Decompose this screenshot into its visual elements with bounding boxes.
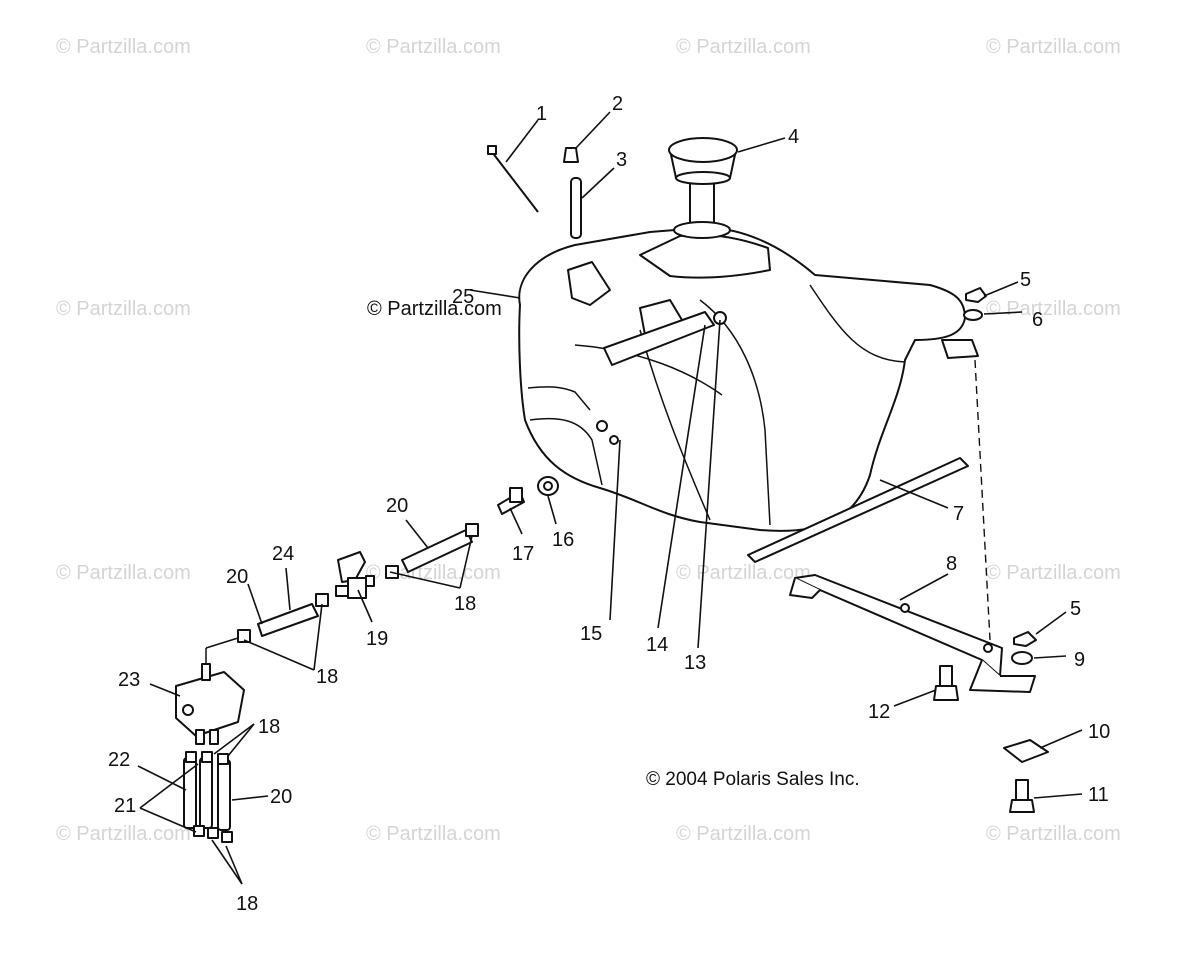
callout-20: 20 [270, 786, 292, 808]
callout-18: 18 [454, 593, 476, 615]
callout-11: 11 [1088, 784, 1109, 806]
watermark: © Partzilla.com [56, 562, 191, 584]
callout-18: 18 [258, 716, 280, 738]
watermark: © Partzilla.com [676, 562, 811, 584]
pump-lines [183, 751, 233, 843]
hardware [933, 287, 1049, 813]
watermark: © Partzilla.com [676, 36, 811, 58]
callout-21: 21 [114, 795, 136, 817]
watermark: © Partzilla.com [986, 823, 1121, 845]
callout-labels: 1 2 3 4 5 6 7 8 5 9 10 11 12 13 14 15 16… [108, 93, 1110, 915]
callout-5: 5 [1070, 598, 1081, 620]
callout-25: 25 [452, 286, 474, 308]
mount-bracket [789, 574, 1036, 693]
callout-2: 2 [612, 93, 623, 115]
callout-22: 22 [108, 749, 130, 771]
callout-20: 20 [386, 495, 408, 517]
alignment-line [974, 359, 991, 641]
watermark: © Partzilla.com [56, 36, 191, 58]
callout-14: 14 [646, 634, 668, 656]
callout-10: 10 [1088, 721, 1110, 743]
callout-17: 17 [512, 543, 534, 565]
callout-4: 4 [788, 126, 799, 148]
callout-23: 23 [118, 669, 140, 691]
watermark: © Partzilla.com [986, 36, 1121, 58]
watermark: © Partzilla.com [986, 298, 1121, 320]
callout-20: 20 [226, 566, 248, 588]
tank-strap [747, 457, 969, 563]
watermark: © Partzilla.com [676, 823, 811, 845]
callout-13: 13 [684, 652, 706, 674]
callout-18: 18 [316, 666, 338, 688]
callout-19: 19 [366, 628, 388, 650]
fuel-pump [175, 637, 245, 745]
fuel-cap [668, 137, 738, 239]
watermark: © Partzilla.com [366, 823, 501, 845]
watermark: © Partzilla.com [366, 562, 501, 584]
fuel-tank [518, 226, 979, 532]
callout-8: 8 [946, 553, 957, 575]
callout-15: 15 [580, 623, 602, 645]
callout-12: 12 [868, 701, 890, 723]
callout-9: 9 [1074, 649, 1085, 671]
callout-6: 6 [1032, 309, 1043, 331]
hose-24 [237, 593, 329, 643]
callout-1: 1 [536, 103, 547, 125]
watermark: © Partzilla.com [366, 36, 501, 58]
watermark: © Partzilla.com [56, 298, 191, 320]
callout-18: 18 [236, 893, 258, 915]
leader-lines [137, 111, 1083, 885]
copyright-polaris: © 2004 Polaris Sales Inc. [646, 769, 860, 790]
callout-5: 5 [1020, 269, 1031, 291]
watermark: © Partzilla.com [56, 823, 191, 845]
fuel-valve [335, 551, 375, 599]
vent-parts [487, 145, 582, 239]
callout-24: 24 [272, 543, 294, 565]
callout-7: 7 [953, 503, 964, 525]
copyright-partzilla: © Partzilla.com [367, 298, 502, 320]
fittings [497, 476, 559, 515]
callout-3: 3 [616, 149, 627, 171]
callout-16: 16 [552, 529, 574, 551]
watermark: © Partzilla.com [986, 562, 1121, 584]
